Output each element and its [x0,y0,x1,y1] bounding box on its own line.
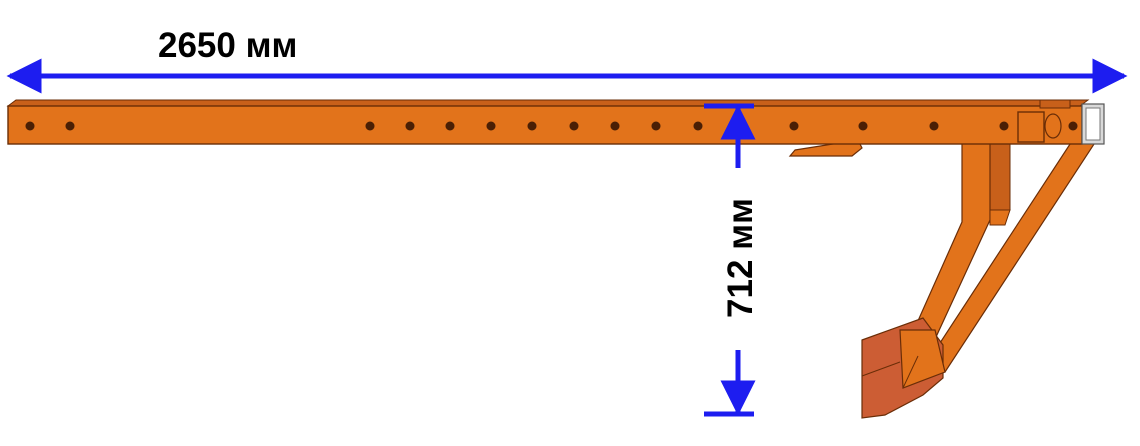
beam-hole [1068,121,1078,131]
beam-hole [858,121,868,131]
main-beam [6,99,1105,145]
beam-hole [486,121,496,131]
beam-top-face [6,99,1090,107]
beam-hole [929,121,939,131]
beam-hole [527,121,537,131]
height-dimension-label: 712 мм [721,198,760,318]
post-junction [989,209,1011,226]
length-dimension-label: 2650 мм [158,26,297,65]
post-side-face [989,139,1011,211]
beam-hole [25,121,35,131]
beam-hole [693,121,703,131]
beam-hole [405,121,415,131]
share-plate-seam [861,361,901,377]
beam-hole [610,121,620,131]
beam-tube-opening [1085,107,1101,141]
beam-hole [999,121,1009,131]
beam-hole [651,121,661,131]
height-dimension: 712 мм [704,103,760,417]
beam-hole [65,121,75,131]
beam-mounting-holes [25,121,1078,131]
clamp-top [1039,99,1071,109]
ploughshare [861,317,946,419]
share-mount-edge [902,355,919,389]
clamp-bolt-head [1044,113,1062,139]
beam-hole [789,121,799,131]
beam-front-face [7,105,1083,145]
length-dimension: 2650 мм [6,26,1128,94]
beam-hole [569,121,579,131]
beam-hole [365,121,375,131]
beam-hole [445,121,455,131]
clamp-block [1017,111,1045,143]
share-mount [899,329,946,389]
